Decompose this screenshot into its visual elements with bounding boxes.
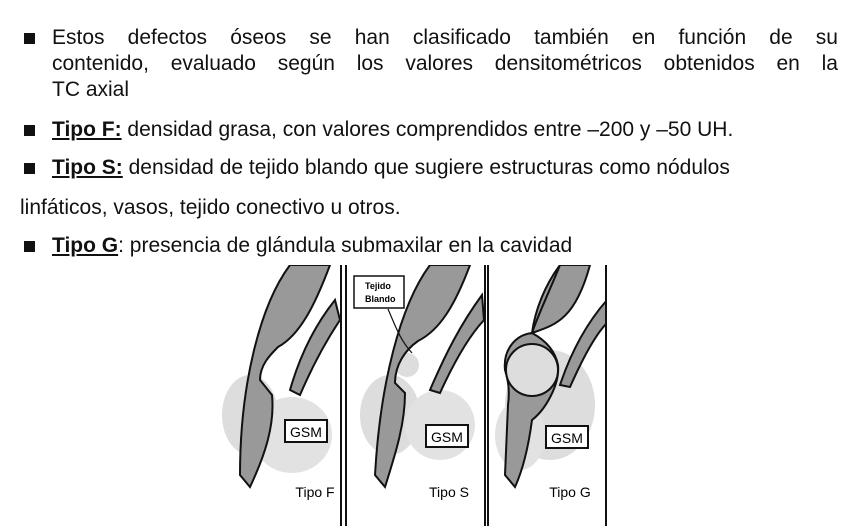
gsm-label: GSM	[290, 424, 322, 440]
panel-tipo-f: GSM Tipo F	[222, 265, 340, 500]
intro-line-1: Estos defectos óseos se han clasificado …	[52, 26, 838, 49]
tipo-s-continuation: linfáticos, vasos, tejido conectivo u ot…	[20, 196, 401, 219]
tipo-g-item: Tipo G: presencia de glándula submaxilar…	[52, 233, 572, 259]
caption-tipo-s: Tipo S	[429, 484, 469, 500]
tipo-g-text: : presencia de glándula submaxilar en la…	[118, 234, 573, 257]
tipo-f-label: Tipo F:	[52, 118, 122, 141]
intro-line-2: contenido, evaluado según los valores de…	[52, 52, 838, 75]
tejido-label-2: Blando	[365, 294, 396, 304]
tipo-f-item: Tipo F: densidad grasa, con valores comp…	[52, 117, 733, 143]
defect-types-figure: GSM Tipo F Tejido Blando GSM Tipo S GSM …	[222, 265, 607, 526]
caption-tipo-g: Tipo G	[549, 484, 591, 500]
panel-tipo-g: GSM Tipo G	[495, 265, 607, 500]
tipo-s-text: densidad de tejido blando que sugiere es…	[122, 156, 730, 179]
bullet-icon	[24, 163, 35, 174]
tipo-s-label: Tipo S:	[52, 156, 123, 179]
gsm-label: GSM	[551, 430, 583, 446]
caption-tipo-f: Tipo F	[295, 484, 334, 500]
bullet-icon	[24, 125, 35, 136]
intro-line-3: TC axial	[52, 78, 130, 101]
gsm-box	[284, 419, 328, 443]
panel-tipo-s: Tejido Blando GSM Tipo S	[353, 265, 484, 500]
tipo-f-text: densidad grasa, con valores comprendidos…	[121, 118, 734, 141]
tipo-s-item: Tipo S: densidad de tejido blando que su…	[52, 155, 730, 181]
tipo-g-label: Tipo G	[52, 234, 119, 257]
tejido-label-1: Tejido	[365, 281, 391, 291]
gsm-label: GSM	[431, 429, 463, 445]
bullet-icon	[24, 241, 35, 252]
bullet-icon	[24, 33, 35, 44]
